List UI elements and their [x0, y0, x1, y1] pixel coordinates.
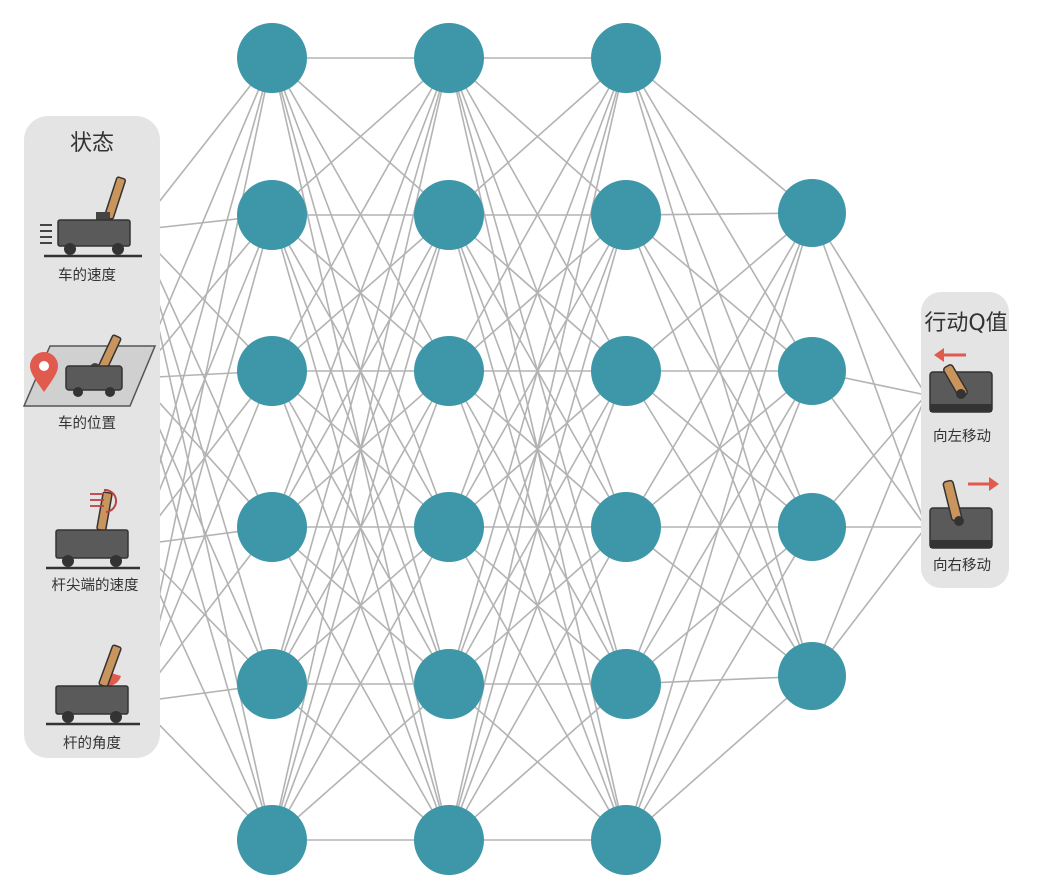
neuron-layer2-node3	[414, 336, 484, 406]
network-nodes	[237, 23, 846, 875]
pole-tip-velocity-icon	[46, 488, 140, 570]
connection-line	[271, 57, 450, 841]
neuron-layer1-node3	[237, 336, 307, 406]
connection-line	[625, 675, 813, 841]
neuron-layer4-node3	[778, 493, 846, 561]
connection-line	[448, 57, 627, 685]
connection-line	[625, 57, 813, 677]
neuron-layer3-node2	[591, 180, 661, 250]
neuron-layer3-node4	[591, 492, 661, 562]
connection-line	[625, 212, 813, 528]
connection-line	[271, 57, 450, 685]
cart-position-icon	[22, 334, 157, 407]
connection-line	[811, 212, 927, 528]
neuron-layer4-node2	[778, 337, 846, 405]
connection-line	[271, 57, 450, 528]
connection-line	[448, 57, 627, 372]
connection-line	[448, 57, 627, 841]
cart-velocity-icon	[40, 176, 142, 258]
connection-line	[448, 57, 627, 216]
connection-line	[625, 212, 813, 372]
connection-line	[271, 683, 450, 841]
output-panel: 行动Q值 向左移动 向右移动	[921, 292, 1009, 588]
neuron-layer1-node6	[237, 805, 307, 875]
neuron-layer2-node4	[414, 492, 484, 562]
neuron-layer3-node3	[591, 336, 661, 406]
output-label-move-left: 向左移动	[933, 428, 991, 445]
neuron-layer3-node6	[591, 805, 661, 875]
connection-line	[625, 526, 813, 677]
location-pin-icon	[30, 352, 58, 392]
move-left-icon	[929, 348, 993, 413]
connection-line	[448, 683, 627, 841]
connection-line	[811, 394, 927, 677]
connection-line	[271, 526, 450, 841]
input-panel-title: 状态	[70, 131, 114, 156]
connection-line	[625, 526, 813, 841]
connection-line	[625, 370, 813, 841]
input-label-pole-tip-velocity: 杆尖端的速度	[52, 577, 139, 594]
input-label-cart-velocity: 车的速度	[58, 267, 116, 284]
neuron-layer1-node2	[237, 180, 307, 250]
output-label-move-right: 向右移动	[933, 557, 991, 574]
neuron-layer4-node1	[778, 179, 846, 247]
connection-line	[448, 57, 627, 528]
connection-line	[625, 370, 813, 677]
input-label-cart-position: 车的位置	[58, 415, 116, 432]
connection-line	[271, 57, 450, 372]
connection-line	[811, 212, 927, 396]
pole-angle-icon	[46, 644, 140, 726]
neuron-layer2-node5	[414, 649, 484, 719]
neuron-layer1-node1	[237, 23, 307, 93]
neuron-layer3-node1	[591, 23, 661, 93]
connection-line	[625, 212, 813, 841]
neuron-layer2-node1	[414, 23, 484, 93]
neuron-layer2-node2	[414, 180, 484, 250]
connection-line	[271, 57, 450, 216]
input-panel-background	[24, 116, 160, 758]
neuron-layer2-node6	[414, 805, 484, 875]
connection-line	[625, 214, 813, 677]
connection-line	[271, 214, 450, 841]
output-panel-title: 行动Q值	[924, 311, 1007, 336]
connection-lines	[136, 57, 927, 841]
connection-line	[625, 212, 813, 685]
neuron-layer1-node4	[237, 492, 307, 562]
neuron-layer4-node4	[778, 642, 846, 710]
input-label-pole-angle: 杆的角度	[63, 735, 121, 752]
neuron-layer1-node5	[237, 649, 307, 719]
connection-line	[271, 370, 450, 841]
connection-line	[448, 370, 627, 841]
input-panel: 状态 车的速度 车的位置	[22, 116, 160, 758]
neuron-layer3-node5	[591, 649, 661, 719]
move-right-icon	[929, 477, 999, 549]
connection-line	[448, 214, 627, 841]
connection-line	[625, 57, 813, 214]
connection-line	[448, 526, 627, 841]
